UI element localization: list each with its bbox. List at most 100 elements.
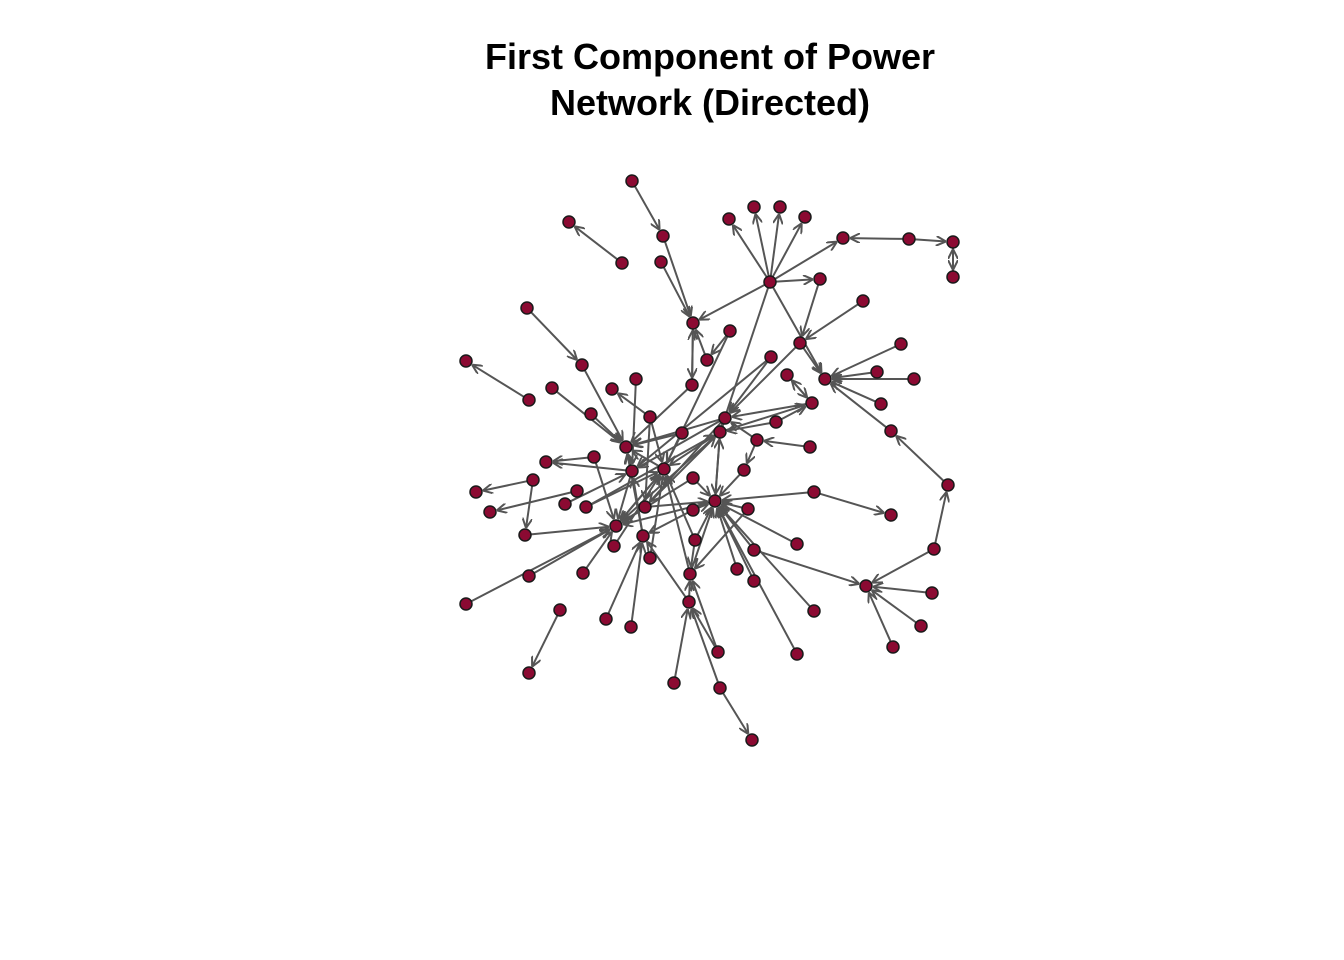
node-n74 <box>643 551 657 565</box>
node-n38 <box>805 396 819 410</box>
node-n4 <box>615 256 629 270</box>
edge-n2-n16 <box>664 241 691 317</box>
node-n53 <box>526 473 540 487</box>
edge-n49-n40 <box>628 454 631 466</box>
node-n95 <box>745 733 759 747</box>
edge-n51-n64 <box>622 480 689 522</box>
node-n31 <box>780 368 794 382</box>
node-n19 <box>856 294 870 308</box>
node-n10 <box>836 231 850 245</box>
edge-n49-n47 <box>553 463 627 472</box>
node-n70 <box>688 533 702 547</box>
node-n26 <box>522 393 536 407</box>
node-n5 <box>654 255 668 269</box>
edge-n41-n40 <box>633 433 677 446</box>
node-n82 <box>459 597 473 611</box>
node-n22 <box>700 353 714 367</box>
edge-n85-n69 <box>607 542 640 614</box>
edge-n82-n64 <box>470 529 610 603</box>
edge-n73-n80 <box>872 551 930 583</box>
edge-n53-n54 <box>483 480 528 490</box>
node-n57 <box>579 500 593 514</box>
edge-n24-n49 <box>637 360 768 467</box>
node-n90 <box>711 645 725 659</box>
edge-n76-n64 <box>585 532 612 569</box>
node-n20 <box>793 336 807 350</box>
node-n94 <box>713 681 727 695</box>
node-n77 <box>683 567 697 581</box>
edge-n42-n64 <box>621 435 717 521</box>
node-n56 <box>558 497 572 511</box>
edge-n77-n50 <box>666 476 690 569</box>
node-n7 <box>747 200 761 214</box>
edge-n46-n32 <box>831 383 887 429</box>
edge-n37-n49 <box>638 420 721 468</box>
edge-n84-n92 <box>532 614 559 666</box>
edge-n93-n83 <box>674 609 688 678</box>
edge-n63-n64 <box>530 527 609 536</box>
node-n68 <box>607 539 621 553</box>
edge-n74-n50 <box>649 476 663 553</box>
node-n36 <box>643 410 657 424</box>
edge-n69-n49 <box>633 478 643 531</box>
edge-n45-n43 <box>764 441 805 448</box>
edge-n94-n95 <box>722 692 748 734</box>
edge-n89-n80 <box>869 592 892 642</box>
edge-n17-n23 <box>530 311 577 360</box>
node-n61 <box>941 478 955 492</box>
node-n87 <box>807 604 821 618</box>
edge-n71-n80 <box>759 550 860 584</box>
node-n62 <box>483 505 497 519</box>
edge-n81-n80 <box>873 587 927 594</box>
edge-n44-n38 <box>780 406 806 421</box>
node-n92 <box>522 666 536 680</box>
node-n11 <box>902 232 916 246</box>
node-n41 <box>675 426 689 440</box>
edge-n5-n16 <box>662 266 690 317</box>
title-line-1: First Component of Power <box>485 36 935 77</box>
node-n81 <box>925 586 939 600</box>
edge-n60-n67 <box>819 492 885 513</box>
edge-n14-n9 <box>771 223 802 278</box>
node-n46 <box>884 424 898 438</box>
edge-n25-n32 <box>831 345 897 377</box>
node-n28 <box>605 382 619 396</box>
edge-n11-n12 <box>914 239 946 241</box>
edge-n73-n61 <box>934 492 946 544</box>
edge-n52-n59 <box>720 473 741 496</box>
edge-n90-n77 <box>692 581 717 647</box>
title-line-2: Network (Directed) <box>549 82 871 123</box>
node-n63 <box>518 528 532 542</box>
edge-n49-n64 <box>618 476 632 520</box>
edge-n11-n10 <box>850 238 904 239</box>
edge-n39-n32 <box>831 382 876 403</box>
edge-n14-n16 <box>699 283 766 320</box>
edge-n72-n59 <box>721 504 793 543</box>
edge-n14-n42 <box>722 287 770 426</box>
node-n45 <box>803 440 817 454</box>
node-n42 <box>713 425 727 439</box>
edge-n36-n58 <box>645 422 649 500</box>
edge-n58-n42 <box>648 437 715 504</box>
node-n58 <box>638 500 652 514</box>
edge-n70-n77 <box>691 545 694 567</box>
edge-n66-n77 <box>695 512 745 569</box>
edge-n48-n47 <box>553 458 589 462</box>
edge-n61-n46 <box>896 436 945 482</box>
edge-n14-n8 <box>769 214 779 277</box>
node-n69 <box>636 529 650 543</box>
edge-n94-n83 <box>691 609 719 683</box>
edge-n51-n59 <box>696 481 710 496</box>
edge-n57-n42 <box>590 435 714 505</box>
node-n23 <box>575 358 589 372</box>
node-n51 <box>686 471 700 485</box>
chart-title: First Component of Power Network (Direct… <box>410 34 1010 126</box>
node-n66 <box>741 502 755 516</box>
node-n80 <box>859 579 873 593</box>
node-n52 <box>737 463 751 477</box>
edge-n43-n52 <box>747 445 756 464</box>
node-n33 <box>870 365 884 379</box>
node-n59 <box>708 494 722 508</box>
edge-n53-n63 <box>526 485 534 528</box>
